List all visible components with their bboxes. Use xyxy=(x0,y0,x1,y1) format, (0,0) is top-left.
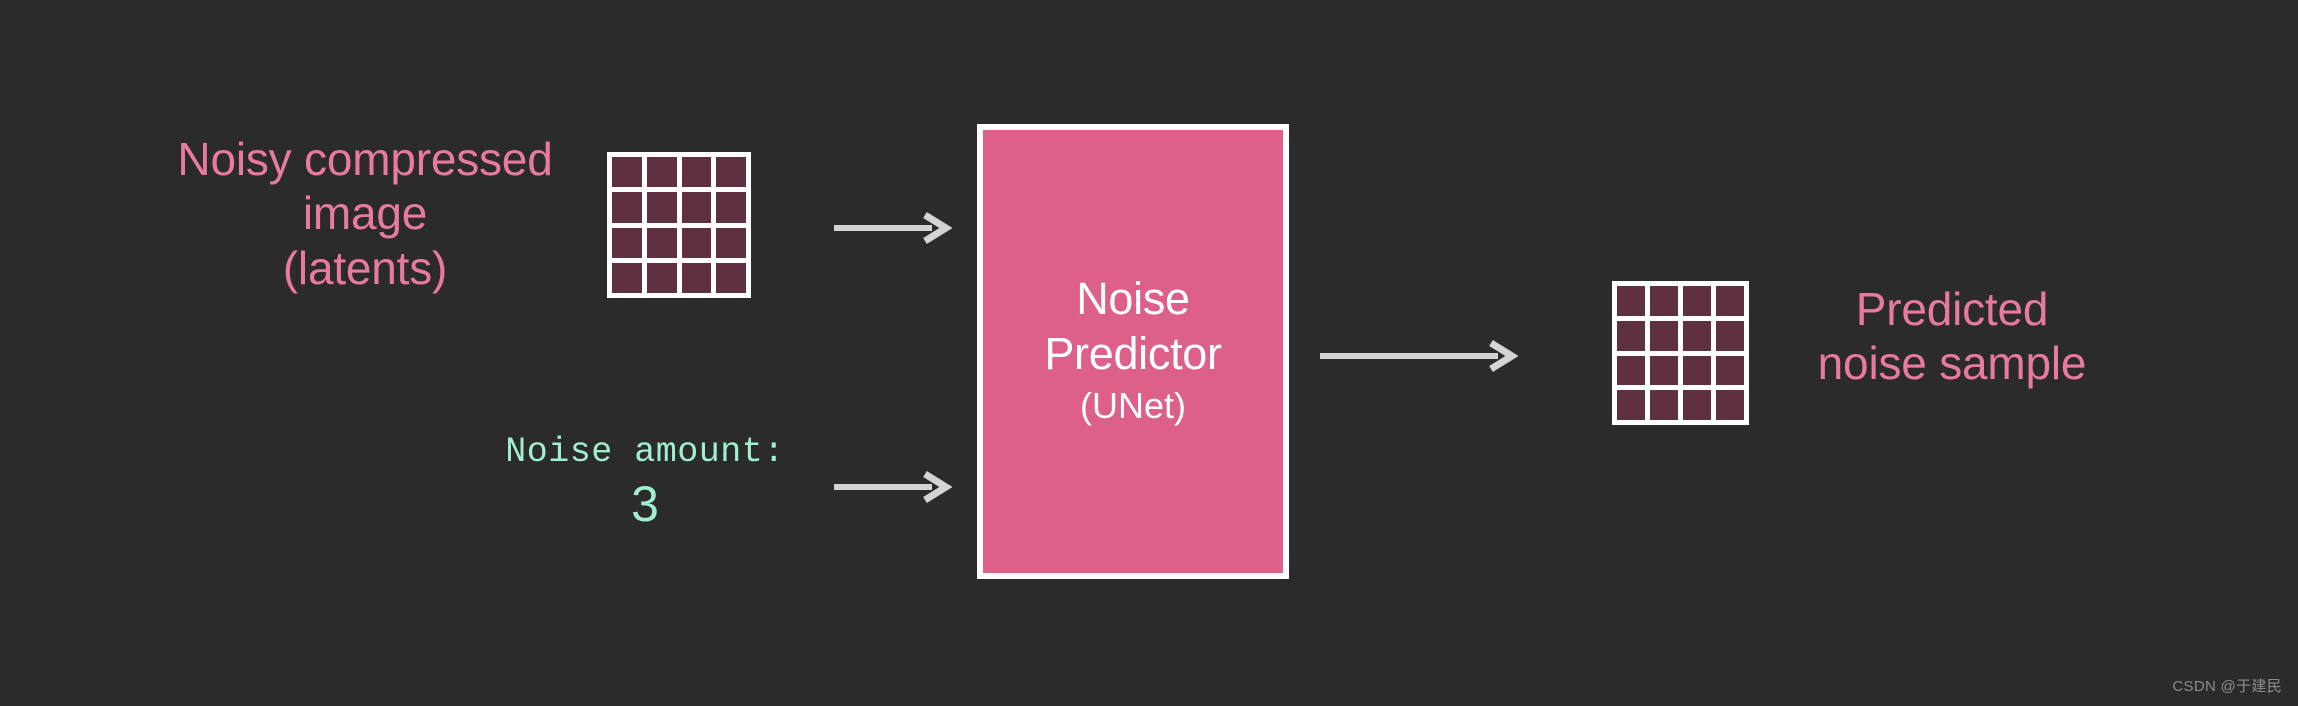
grid-cell xyxy=(1683,286,1711,316)
grid-cell xyxy=(1617,390,1645,420)
grid-cell xyxy=(1683,355,1711,386)
grid-cell xyxy=(1716,286,1744,316)
grid-cell xyxy=(612,227,642,258)
noise-predictor-title-line2: Predictor xyxy=(1044,328,1222,380)
grid-cell xyxy=(1617,286,1645,316)
grid-cell xyxy=(1716,320,1744,351)
grid-cell xyxy=(612,262,642,293)
noise-amount-label: Noise amount: xyxy=(505,432,785,472)
arrow-noise-amount-to-unet xyxy=(832,469,952,505)
arrow-right-icon xyxy=(834,212,952,244)
grid-cell xyxy=(1617,320,1645,351)
grid-cell xyxy=(1650,320,1678,351)
grid-cell xyxy=(1650,390,1678,420)
arrow-right-icon xyxy=(834,471,952,503)
grid-cell xyxy=(646,157,677,188)
grid-cell xyxy=(716,227,746,258)
noise-predictor-title-line1: Noise xyxy=(1076,273,1190,325)
grid-cell xyxy=(1650,355,1678,386)
predicted-noise-grid xyxy=(1612,281,1749,425)
grid-cell xyxy=(1683,320,1711,351)
watermark: CSDN @于建民 xyxy=(2172,678,2282,695)
grid-cell xyxy=(612,157,642,188)
grid-cell xyxy=(681,262,712,293)
grid-cell xyxy=(1617,355,1645,386)
arrow-latents-to-unet xyxy=(832,210,952,246)
arrow-unet-to-output xyxy=(1318,338,1518,374)
grid-cell xyxy=(1716,390,1744,420)
input-latents-grid xyxy=(607,152,751,298)
grid-cell xyxy=(716,262,746,293)
noisy-latents-label: Noisy compressed image (latents) xyxy=(177,133,553,294)
grid-cell xyxy=(1683,390,1711,420)
grid-cell xyxy=(646,262,677,293)
grid-cell xyxy=(681,227,712,258)
grid-cell xyxy=(1716,355,1744,386)
grid-cell xyxy=(681,192,712,223)
grid-cell xyxy=(716,192,746,223)
grid-cell xyxy=(1650,286,1678,316)
noise-predictor-box: Noise Predictor (UNet) xyxy=(977,124,1289,579)
predicted-noise-label: Predicted noise sample xyxy=(1817,283,2087,390)
grid-cell xyxy=(681,157,712,188)
arrow-right-icon xyxy=(1320,340,1518,372)
grid-cell xyxy=(716,157,746,188)
grid-cell xyxy=(646,192,677,223)
grid-cell xyxy=(646,227,677,258)
noise-predictor-subtitle: (UNet) xyxy=(1080,385,1186,427)
noise-amount-group: Noise amount: 3 xyxy=(470,432,820,534)
noise-amount-value: 3 xyxy=(631,476,659,533)
grid-cell xyxy=(612,192,642,223)
